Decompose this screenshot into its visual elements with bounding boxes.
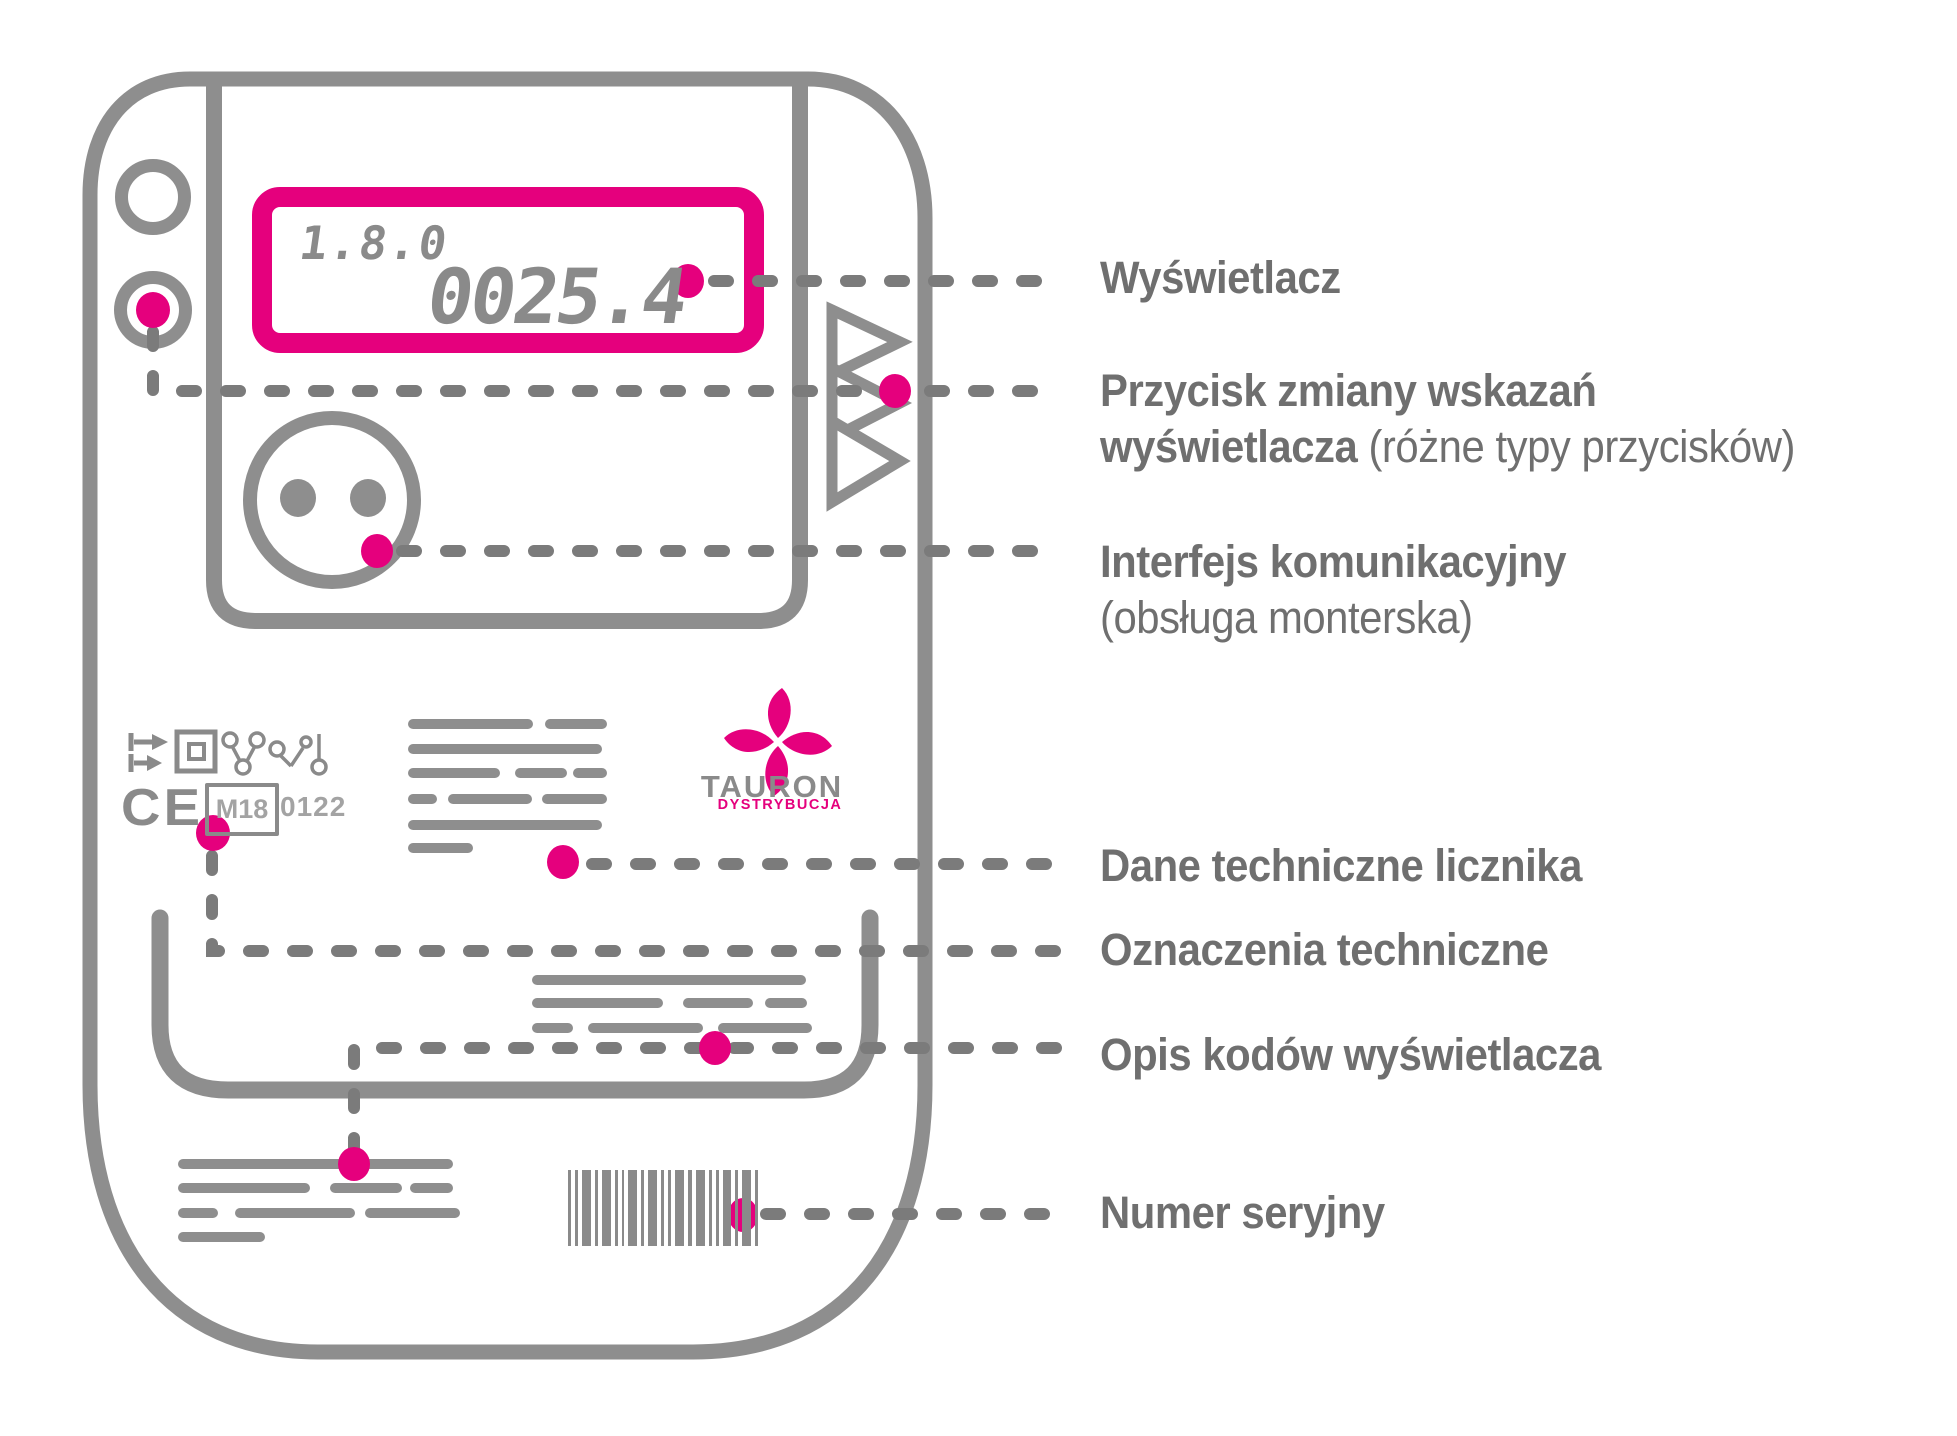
- marker-dot-interface: [361, 534, 393, 568]
- callout-technical-data-text: Dane techniczne licznika: [1100, 840, 1582, 891]
- ce-mark: CE: [121, 779, 204, 837]
- interface-pin-right-icon: [350, 479, 386, 517]
- connector-markings: [206, 850, 1068, 957]
- marker-dot-codes-block: [338, 1147, 370, 1181]
- technical-data-text-lines: [408, 719, 607, 853]
- callout-button: Przycisk zmiany wskazań wyświetlacza (ró…: [1100, 363, 1795, 475]
- callout-display-codes: Opis kodów wyświetlacza: [1100, 1027, 1601, 1083]
- callout-button-line1: Przycisk zmiany wskazań: [1100, 365, 1597, 416]
- barcode-bar: [715, 1170, 719, 1246]
- meter-front-panel-outline: [206, 86, 808, 629]
- callout-display-text: Wyświetlacz: [1100, 252, 1341, 303]
- side-button-triangle-icon[interactable]: [826, 301, 913, 384]
- metrology-mark: M18: [215, 794, 269, 824]
- lcd-obis-code: 1.8.0: [296, 216, 453, 270]
- notified-body-number: 0122: [280, 791, 347, 822]
- double-insulation-icon: [174, 729, 218, 774]
- callout-serial-number-text: Numer seryjny: [1100, 1187, 1385, 1238]
- lcd-display-frame: [252, 187, 764, 353]
- barcode-bar: [574, 1170, 578, 1246]
- barcode-bar: [594, 1170, 598, 1246]
- network-nodes-icon: [221, 731, 328, 776]
- barcode-bar: [742, 1170, 752, 1246]
- barcode-bar: [621, 1170, 625, 1246]
- callout-interface-line2: (obsługa monterska): [1100, 592, 1473, 643]
- barcode-bar: [648, 1170, 658, 1246]
- callout-interface: Interfejs komunikacyjny (obsługa monters…: [1100, 534, 1567, 646]
- marker-dot-technical-data: [547, 845, 579, 879]
- lcd-reading: 0025.4: [421, 252, 691, 341]
- comm-arrow-head-icon: [147, 755, 162, 771]
- barcode-bar: [687, 1170, 692, 1246]
- comm-arrows-icon: [128, 733, 152, 772]
- tauron-logo-icon: [724, 688, 832, 796]
- marker-dot-display-codes: [699, 1031, 731, 1065]
- barcode-bar: [722, 1170, 732, 1246]
- barcode-bar: [614, 1170, 618, 1246]
- barcode-bar: [661, 1170, 665, 1246]
- marker-dot-display: [672, 264, 704, 298]
- code-description-text-lines: [178, 1159, 460, 1242]
- marker-dot-triangles: [879, 374, 911, 408]
- callout-markings: Oznaczenia techniczne: [1100, 922, 1549, 978]
- barcode-bar: [735, 1170, 739, 1246]
- terminal-cover-outline: [151, 909, 879, 1099]
- barcode-bar: [641, 1170, 645, 1246]
- barcode-bar: [695, 1170, 705, 1246]
- callout-interface-line1: Interfejs komunikacyjny: [1100, 536, 1567, 587]
- brand-division: DYSTRYBUCJA: [717, 797, 843, 813]
- barcode-bar: [601, 1170, 611, 1246]
- interface-pin-left-icon: [280, 479, 316, 517]
- display-codes-text-lines: [532, 975, 812, 1033]
- barcode-bar: [668, 1170, 671, 1246]
- barcode-bar: [568, 1170, 571, 1246]
- callout-button-line2-rest: (różne typy przycisków): [1368, 421, 1795, 472]
- side-button-triangle-icon[interactable]: [826, 411, 911, 512]
- barcode-bar: [675, 1170, 684, 1246]
- callout-display: Wyświetlacz: [1100, 250, 1341, 306]
- brand-name: TAURON: [700, 769, 844, 804]
- barcode-bar: [755, 1170, 759, 1246]
- barcode-bar: [628, 1170, 638, 1246]
- callout-markings-text: Oznaczenia techniczne: [1100, 924, 1549, 975]
- callout-button-line2-bold: wyświetlacza: [1100, 421, 1369, 472]
- callout-serial-number: Numer seryjny: [1100, 1185, 1385, 1241]
- serial-number-barcode: [568, 1170, 759, 1246]
- callout-technical-data: Dane techniczne licznika: [1100, 838, 1582, 894]
- barcode-bar: [708, 1170, 712, 1246]
- callout-connector-lines: [147, 275, 1068, 1220]
- marker-dot-button: [136, 292, 170, 328]
- callout-display-codes-text: Opis kodów wyświetlacza: [1100, 1029, 1601, 1080]
- seal-hole-icon: [115, 159, 191, 235]
- barcode-bar: [581, 1170, 591, 1246]
- double-insulation-inner-icon: [187, 742, 206, 761]
- comm-arrow-head-icon: [152, 734, 168, 750]
- metrology-mark-box: M18: [205, 783, 279, 836]
- connector-button: [147, 326, 1068, 397]
- connector-display-codes: [348, 1042, 1068, 1158]
